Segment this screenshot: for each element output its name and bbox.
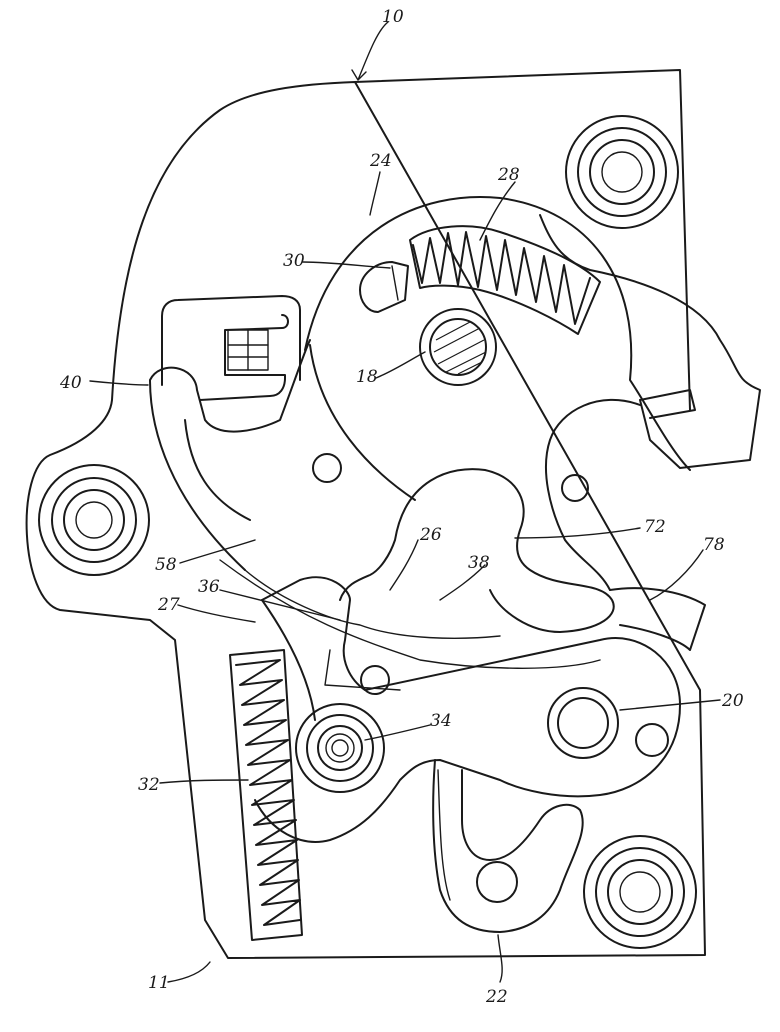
coil-spring-28 — [409, 225, 601, 335]
label-72: 72 — [644, 517, 666, 537]
label-58: 58 — [155, 555, 177, 575]
label-40: 40 — [59, 373, 82, 393]
arc-linkage — [219, 559, 601, 669]
label-26: 26 — [419, 525, 442, 545]
label-11: 11 — [148, 973, 170, 993]
housing-plate-outline — [25, 69, 706, 959]
label-78: 78 — [703, 535, 725, 555]
lower-link-22 — [432, 759, 584, 933]
hole-pawl-upper — [360, 665, 390, 695]
mounting-boss-top-right — [565, 115, 679, 229]
label-24: 24 — [369, 151, 392, 171]
label-34: 34 — [430, 711, 452, 731]
leader-lines — [89, 21, 721, 983]
coil-spring-32 — [229, 649, 303, 941]
striker-channel — [161, 295, 301, 401]
hole-disc-left — [312, 453, 342, 483]
pivot-20 — [547, 687, 619, 759]
bracket-78 — [609, 587, 706, 651]
pin-slot-30 — [359, 261, 409, 313]
label-36: 36 — [198, 577, 220, 597]
hole-right-lobe — [561, 474, 589, 502]
cam-lobe-26 — [339, 468, 615, 633]
label-38: 38 — [468, 553, 490, 573]
label-10: 10 — [382, 7, 404, 27]
mounting-boss-left — [38, 464, 150, 576]
catch-plate-24 — [304, 196, 691, 501]
label-30: 30 — [283, 251, 305, 271]
hole-pawl-right — [635, 723, 669, 757]
label-28: 28 — [497, 165, 520, 185]
label-27: 27 — [157, 595, 180, 615]
label-32: 32 — [138, 775, 160, 795]
label-18: 18 — [356, 367, 378, 387]
pawl-lever — [254, 576, 681, 843]
pivot-shaft-18 — [419, 308, 497, 386]
detent-lever-40 — [149, 339, 311, 571]
mounting-boss-bottom-right — [583, 835, 697, 949]
label-20: 20 — [721, 691, 744, 711]
arm-lobe-right — [544, 399, 641, 591]
pivot-bushing-34 — [295, 703, 385, 793]
hole-lower-link — [476, 861, 518, 903]
label-22: 22 — [485, 987, 508, 1007]
